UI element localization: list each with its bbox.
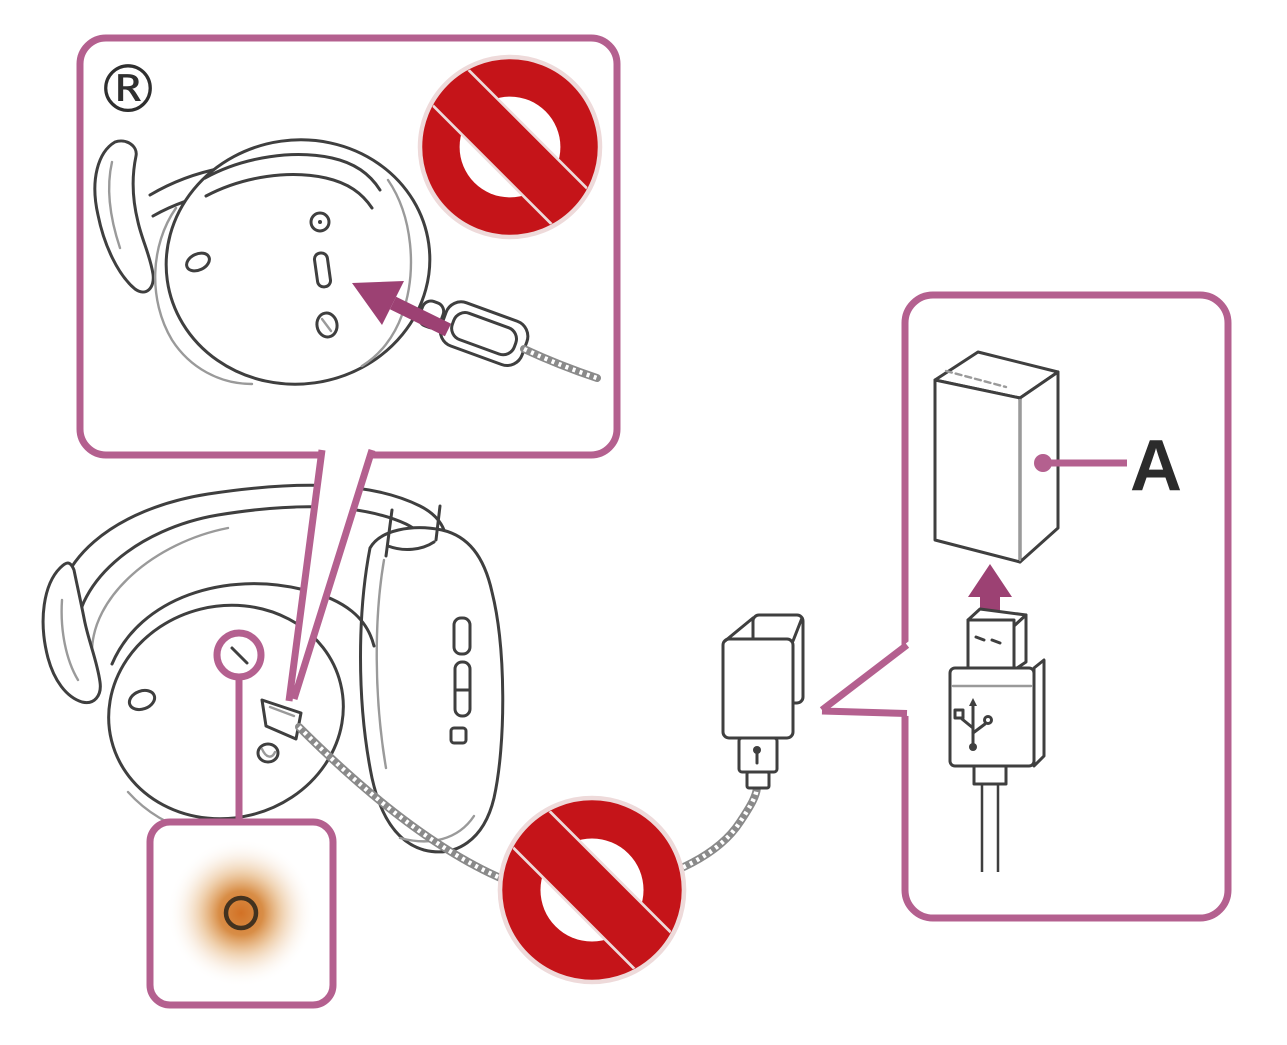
usb-plug-body: [721, 637, 795, 740]
usb-a-plug: [948, 607, 1046, 872]
power-button: [309, 211, 331, 233]
adapter-callout: A: [819, 291, 1232, 922]
adapter-label: A: [1130, 426, 1182, 506]
right-cup-hanger: [384, 504, 442, 558]
closeup-cup: [164, 138, 432, 386]
headband-outer: [54, 483, 446, 638]
usb-plug-keyhole: [753, 746, 761, 754]
small-port-square: [449, 726, 468, 745]
prohibition-icon: [500, 798, 684, 982]
registered-trademark-icon: ®: [95, 51, 161, 128]
usb-a-shell: [966, 618, 1016, 672]
closeup-cup-band1: [203, 153, 382, 192]
prohibition-icon: [420, 57, 600, 237]
ear-cup-closeup: [93, 138, 432, 386]
usb-plug-neck: [745, 770, 771, 790]
closeup-mic-hole: [315, 311, 339, 339]
callout-tail-edges: [285, 448, 376, 702]
closeup-vent-hole: [185, 251, 211, 273]
usb-plug-3d-edges: [723, 616, 804, 643]
closeup-cup-band2: [204, 173, 374, 210]
adapter-top-seam: [944, 369, 1008, 389]
left-fork-slider: [60, 598, 80, 682]
usb-c-body-inner: [450, 311, 518, 357]
port-closeup-callout: ®: [76, 34, 621, 703]
usb-plug: [721, 613, 805, 790]
usb-c-port: [312, 251, 333, 289]
indicator-slot: [230, 646, 249, 665]
adapter-front-face: [933, 378, 1022, 564]
left-fork: [41, 561, 102, 705]
usb-a-shell-side: [1012, 613, 1028, 672]
right-cup-inner-edge: [375, 558, 388, 770]
right-ear-cup: [359, 526, 505, 854]
right-cup-bottom-edge: [398, 814, 476, 843]
charging-port-plug-line: [268, 705, 296, 718]
usb-c-cable: [520, 345, 601, 382]
registered-mark-glyph: ®: [95, 51, 161, 128]
closeup-cup-rim-left: [153, 206, 254, 386]
power-button-dot: [318, 220, 322, 224]
headband-cushion-line: [90, 526, 230, 657]
custom-button: [452, 616, 472, 656]
usb-a-cable: [980, 784, 1000, 872]
mic-hole-detail: [260, 747, 277, 758]
insert-arrow-icon: [352, 281, 452, 337]
usb-trident-icon: [953, 698, 993, 751]
charging-port-plug: [260, 698, 303, 741]
indicator-led-ring: [223, 895, 259, 931]
usb-a-contacts: [974, 635, 1002, 645]
up-arrow-icon: [968, 564, 1012, 623]
usb-a-neck: [972, 764, 1008, 786]
indicator-callout: [146, 629, 337, 1009]
closeup-mic-detail: [320, 317, 333, 333]
headphones-illustration: [41, 483, 505, 854]
adapter-tail-edges: [819, 642, 910, 717]
cup-vent-hole: [127, 688, 157, 712]
indicator-glow: [167, 839, 315, 987]
front-cup-rim-top: [110, 582, 376, 666]
closeup-fork-line: [107, 160, 122, 250]
front-ear-cup: [107, 603, 345, 821]
adapter-leader-line: [1034, 454, 1127, 472]
